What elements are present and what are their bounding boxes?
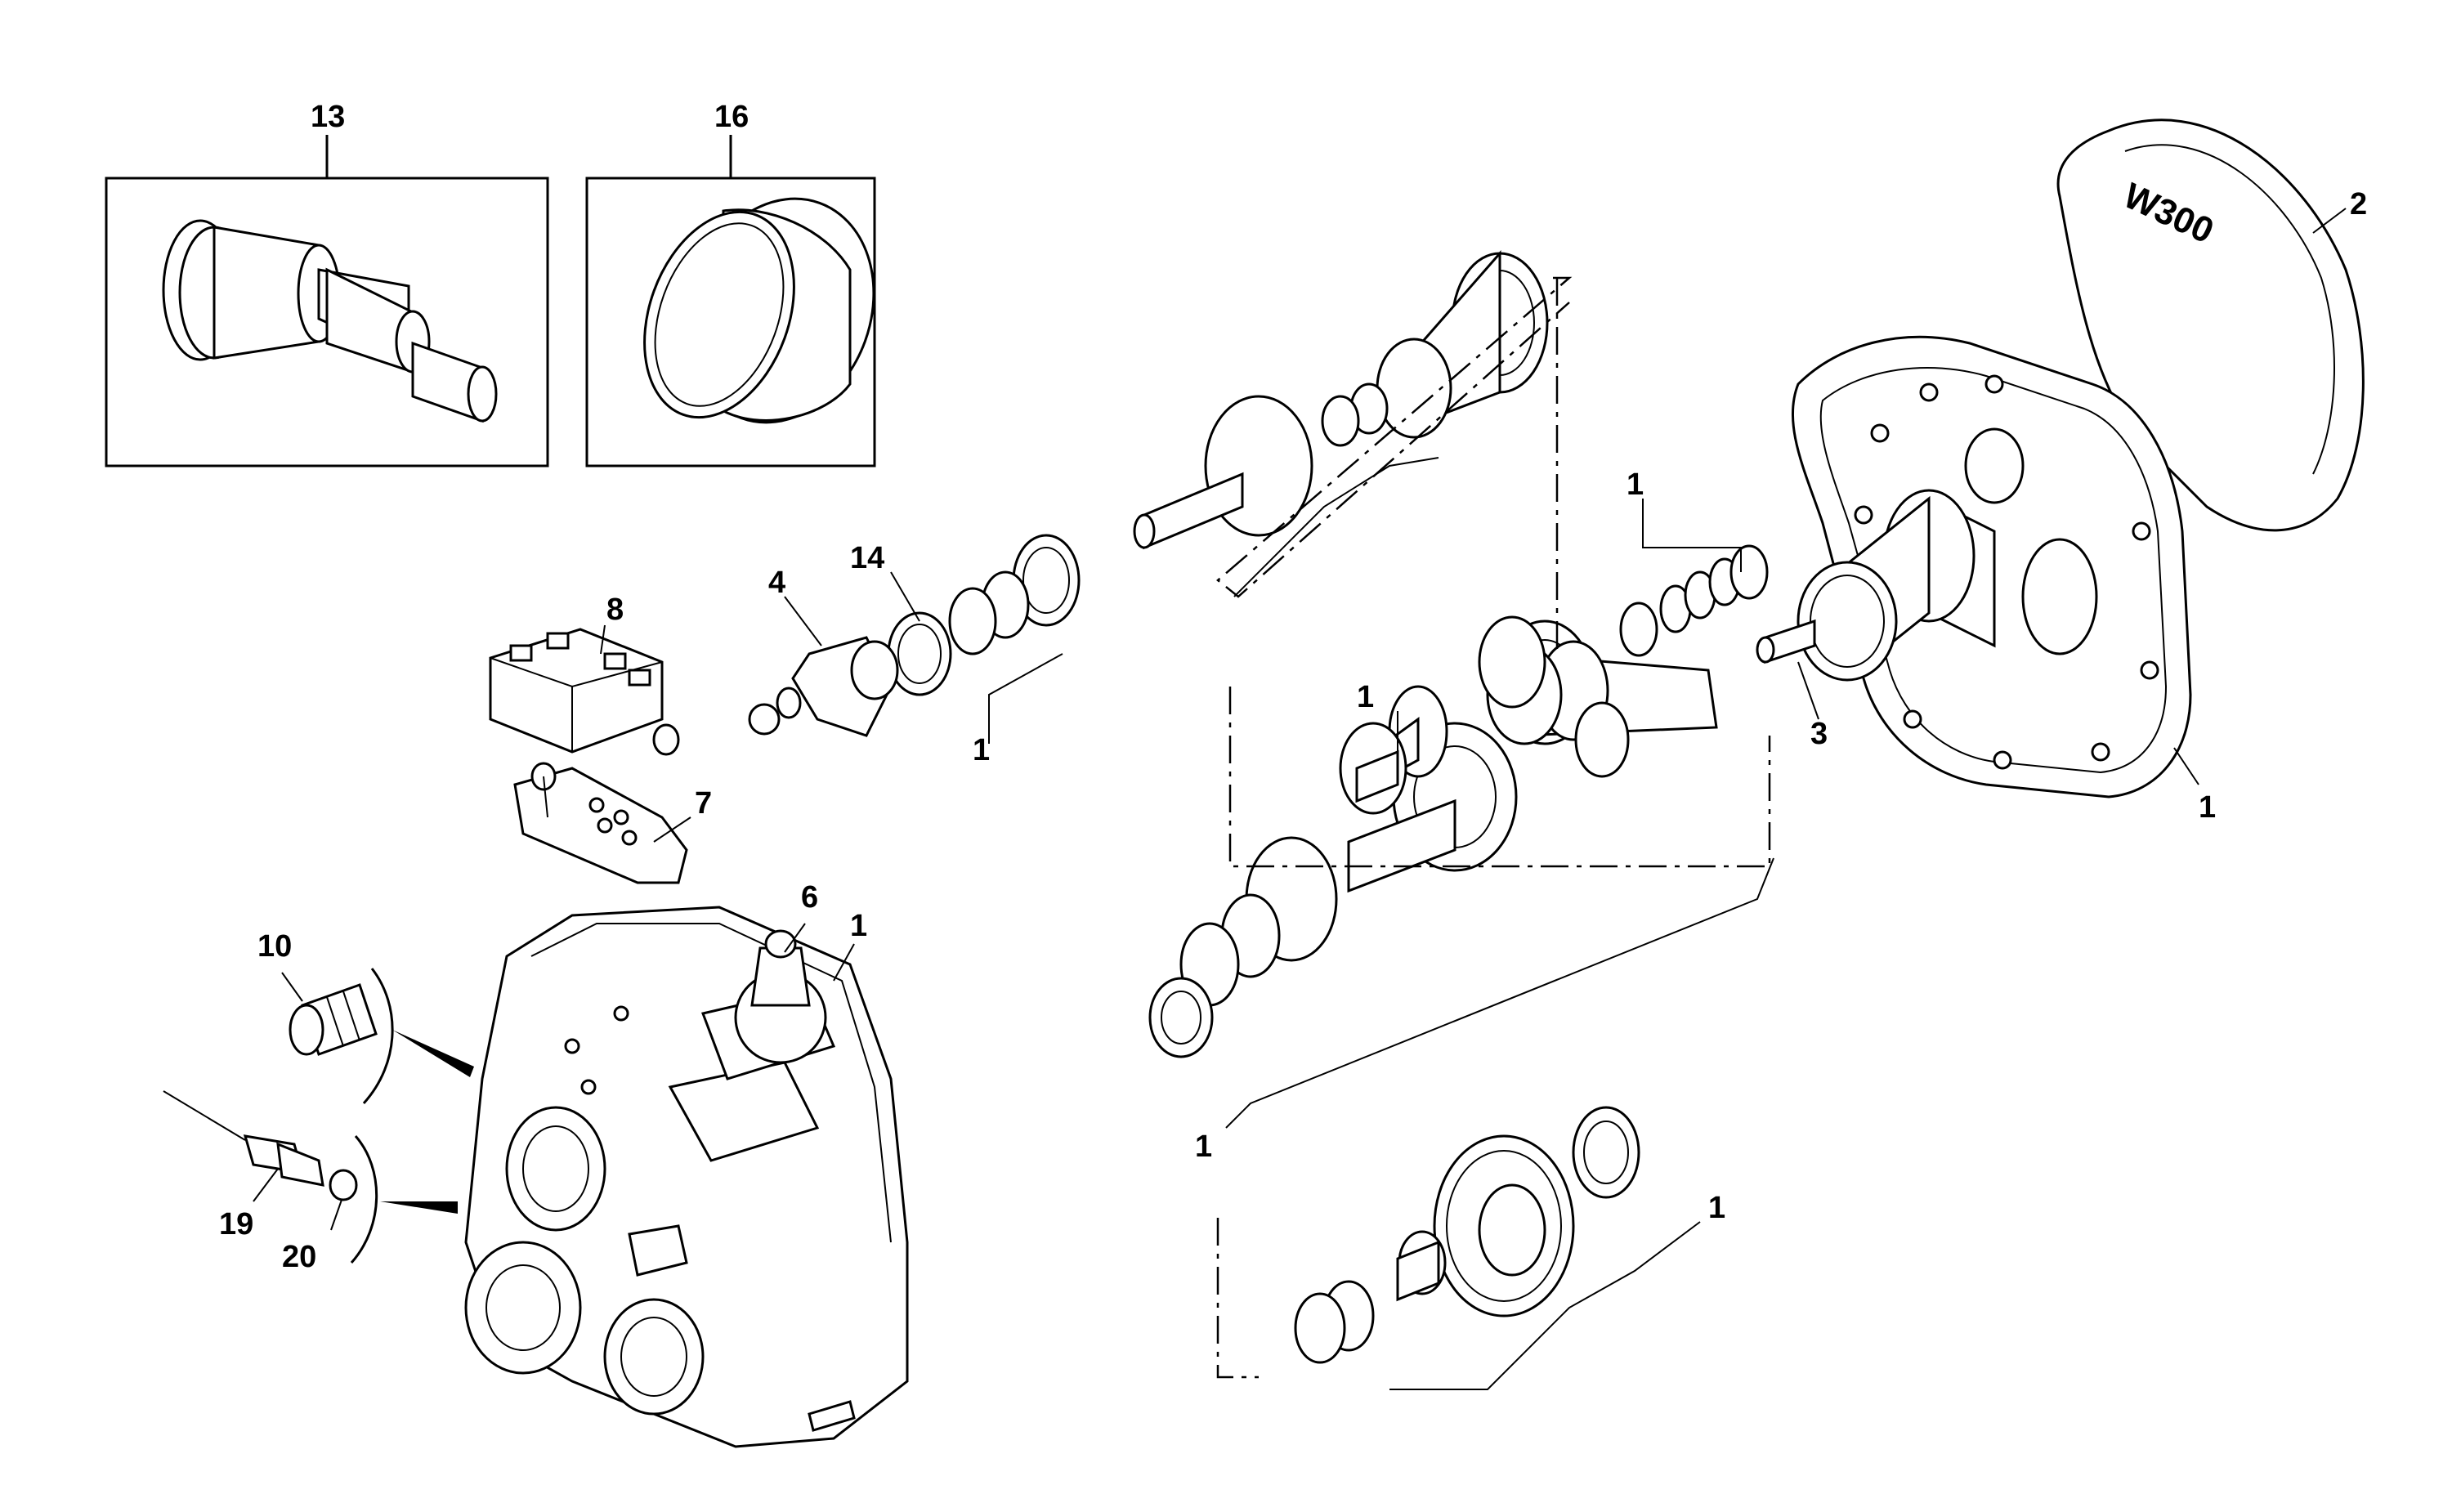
callout-3: 3 [1810,717,1828,751]
callout-10: 10 [257,929,292,964]
inset-13-shaft [105,135,549,467]
input-shaft-assembly [1756,489,1996,682]
callout-1-housing-right: 1 [2199,790,2216,825]
stub-shaft-drawing [162,219,498,423]
lower-idler-assembly [1294,1106,1640,1364]
plug-part [289,968,474,1105]
callout-4: 4 [768,566,785,600]
callout-1-lower-shaft: 1 [1195,1130,1212,1164]
callout-labels: 13 16 2 14 4 8 1 1 1 3 1 7 6 1 10 19 20 … [219,100,2367,1274]
clutch-housing-assembly: W300 [1791,119,2365,798]
callout-1-upper-shaft: 1 [973,733,990,767]
callout-2: 2 [2350,187,2367,221]
callout-1-rings: 1 [1626,467,1644,502]
middle-shaft-assembly [1148,615,1718,1058]
callout-7: 7 [695,786,712,821]
callout-14: 14 [850,541,884,575]
callout-6: 6 [801,880,818,915]
yoke-flange-part [748,636,899,737]
upper-shaft-assembly [887,250,1549,696]
sensor-part [163,1090,458,1264]
adapter-plate-part [513,762,688,884]
sleeve-drawing [643,197,875,424]
callout-13: 13 [311,100,345,134]
callout-20: 20 [282,1240,316,1274]
group-brackets [1216,276,1771,1379]
callout-1-idler: 1 [1708,1191,1725,1225]
gearbox-housing-left [464,906,909,1448]
leader-lines [253,208,2347,1390]
ring-seals-group [1619,544,1769,657]
callout-16: 16 [714,100,749,134]
valve-block-part [489,628,680,756]
callout-19: 19 [219,1207,253,1241]
callout-1-mid-shaft: 1 [1357,680,1374,714]
callout-8: 8 [606,593,624,627]
inset-16-sleeve [585,135,876,467]
callout-1-housing-left: 1 [850,909,867,943]
